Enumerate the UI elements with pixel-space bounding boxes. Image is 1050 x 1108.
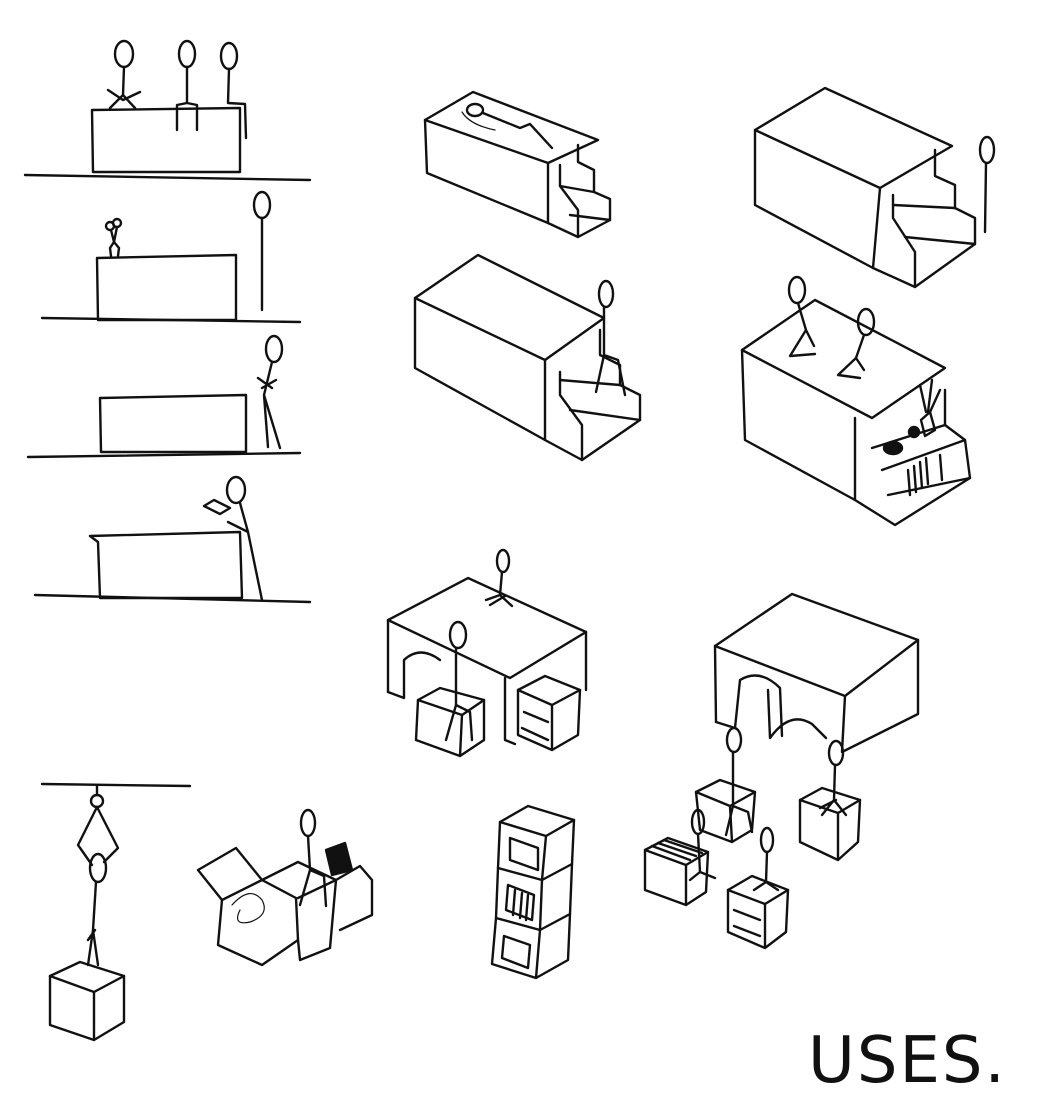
open-crates-toys-books [196, 808, 374, 967]
side-view-reading-person [33, 475, 312, 604]
sheet-title: USES. [808, 1024, 1007, 1098]
box-stairs-standing [753, 86, 996, 289]
box-stairs-reclining [423, 90, 612, 239]
lamp-person-on-cube [40, 782, 192, 1042]
desk-with-cubes [386, 548, 588, 758]
box-stairs-sitting [413, 253, 642, 462]
side-view-leaning-person [26, 334, 302, 459]
side-view-people-sitting [23, 39, 312, 182]
side-view-vase-display [40, 190, 302, 324]
stacked-cubes [490, 804, 576, 980]
large-desk-with-seating [643, 592, 920, 950]
box-shelves-people [740, 275, 972, 527]
